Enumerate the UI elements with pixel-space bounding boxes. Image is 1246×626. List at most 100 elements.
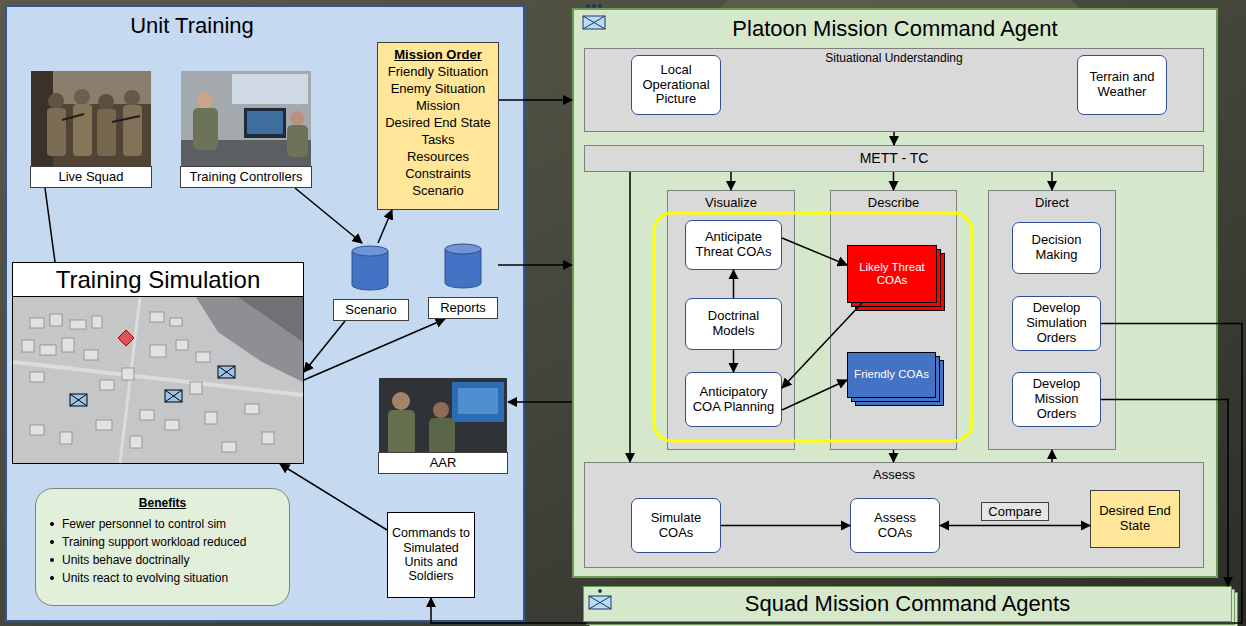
goal-box: Desired End State <box>1090 490 1180 548</box>
edge-label-holder: Compare <box>981 502 1048 521</box>
connector <box>629 172 631 462</box>
live-squad-photo <box>112 116 140 122</box>
simulation-terrain <box>30 425 44 435</box>
training-controllers-photo <box>193 108 218 150</box>
order-box: Mission OrderFriendly SituationEnemy Sit… <box>377 42 499 210</box>
connector <box>940 525 1090 527</box>
training-controllers-photo <box>181 140 311 166</box>
box-label: Anticipatory COA Planning <box>690 385 777 415</box>
caption-label: Scenario <box>333 299 409 321</box>
simulation-terrain <box>218 366 235 378</box>
box-label: Likely Threat COAs <box>852 261 932 287</box>
connector <box>1101 400 1228 587</box>
unit-symbol <box>587 5 590 8</box>
group-band: AssessSimulate COAsAssess COAsDesired En… <box>584 462 1204 568</box>
live-squad-photo <box>97 109 116 156</box>
training-controllers-photo <box>244 108 286 138</box>
simulation-terrain <box>118 330 134 346</box>
box-label: Desired End State <box>1095 504 1175 534</box>
box-label: Squad Mission Command Agents <box>745 591 1070 616</box>
training-controllers-photo <box>197 92 213 108</box>
live-squad-photo <box>31 71 151 166</box>
simulation-terrain <box>84 350 98 360</box>
unit-symbol <box>583 16 605 29</box>
database-cylinder <box>352 246 388 256</box>
live-squad-photo <box>31 71 151 104</box>
photo-box: Training Controllers <box>180 70 312 188</box>
highlight-outline <box>654 213 972 441</box>
connector <box>280 464 387 530</box>
photo-box: AAR <box>378 377 508 474</box>
live-squad-photo <box>74 89 90 105</box>
aar-photo <box>429 418 455 455</box>
simulation-terrain <box>13 297 303 463</box>
unit-symbol <box>583 5 611 610</box>
panel-title: Describe <box>831 191 956 210</box>
training-panel: Unit TrainingLive SquadTraining Controll… <box>5 5 525 622</box>
simulation-terrain <box>70 366 235 406</box>
process-box: Anticipate Threat COAs <box>685 220 782 270</box>
simulation-terrain <box>165 390 182 402</box>
list-item: Enemy Situation <box>380 80 496 97</box>
connector <box>721 525 850 527</box>
connector <box>45 188 55 262</box>
stacked-box: Likely Threat COAs <box>847 245 937 303</box>
simulation-terrain <box>165 420 179 430</box>
unit-symbol <box>593 5 596 8</box>
group-column: DirectDecision MakingDevelop Simulation … <box>988 190 1116 450</box>
data-store: Reports <box>428 241 498 319</box>
connector <box>378 210 392 243</box>
box-label: Commands to Simulated Units and Soldiers <box>392 526 470 584</box>
process-box: Doctrinal Models <box>685 298 782 350</box>
box-label: Local Operational Picture <box>636 63 716 108</box>
simulation-terrain <box>150 345 166 357</box>
simulation-terrain <box>62 338 74 352</box>
simulation-terrain <box>196 352 210 362</box>
database-cylinder <box>445 249 481 288</box>
connector <box>499 99 572 101</box>
live-squad-photo <box>73 104 92 156</box>
simulation-terrain <box>30 318 44 328</box>
list-item: Constraints <box>380 165 496 182</box>
list-heading: Mission Order <box>380 46 496 63</box>
box-label: Friendly COAs <box>854 368 929 381</box>
list-item: Friendly Situation <box>380 63 496 80</box>
aar-photo <box>452 382 504 422</box>
simulation-terrain <box>218 366 235 378</box>
connector <box>730 172 732 190</box>
bullet-item: Units behave doctrinally <box>44 551 281 569</box>
aar-photo <box>379 378 507 455</box>
unit-symbol <box>583 16 605 29</box>
live-squad-photo <box>31 71 53 166</box>
box-label: Develop Simulation Orders <box>1017 301 1096 346</box>
simulation-view: Training Simulation <box>12 262 304 464</box>
unit-symbol <box>599 5 602 8</box>
aar-photo <box>392 392 410 410</box>
connector <box>1051 172 1053 190</box>
aar-photo <box>458 388 498 414</box>
simulation-terrain <box>50 314 62 326</box>
simulation-terrain <box>70 394 87 406</box>
live-squad-photo <box>47 108 66 156</box>
training-controllers-photo <box>290 111 304 125</box>
training-controllers-photo <box>287 125 308 157</box>
database-cylinder <box>445 244 481 254</box>
process-box: Commands to Simulated Units and Soldiers <box>387 512 475 598</box>
connector <box>893 450 895 462</box>
process-box: Local Operational Picture <box>631 55 721 115</box>
connector <box>733 350 735 372</box>
list-item: Mission <box>380 97 496 114</box>
connector <box>782 380 847 410</box>
simulation-terrain <box>176 340 188 350</box>
group-band: Situational UnderstandingLocal Operation… <box>584 48 1204 132</box>
simulation-terrain <box>245 404 259 414</box>
group-band: METT - TC <box>584 145 1204 172</box>
list-item: Resources <box>380 148 496 165</box>
process-box: Anticipatory COA Planning <box>685 372 782 427</box>
connector <box>782 303 862 388</box>
connector <box>893 172 895 190</box>
panel-title: Assess <box>585 463 1203 482</box>
bullet-item: Training support workload reduced <box>44 533 281 551</box>
box-label: Develop Mission Orders <box>1017 377 1096 422</box>
bullet-item: Fewer personnel to control sim <box>44 515 281 533</box>
